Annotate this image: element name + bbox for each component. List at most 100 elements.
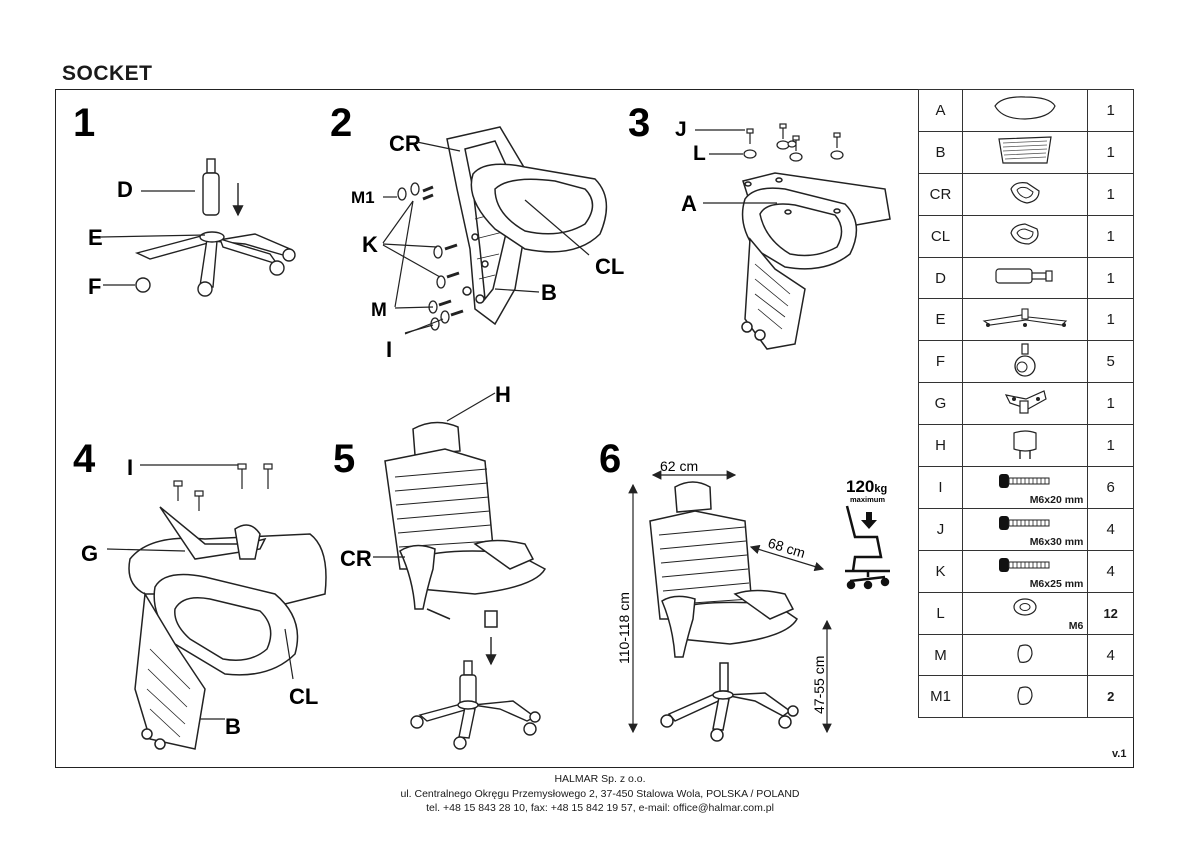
step-number-1: 1 (73, 101, 95, 145)
step-number-3: 3 (628, 101, 650, 145)
label-I-step4: I (127, 455, 133, 480)
mechanism-assembly-drawing (128, 506, 327, 750)
part-code: A (918, 89, 963, 132)
part-code: K (918, 549, 963, 593)
part-code: L (918, 591, 963, 635)
part-spec: M6x20 mm (1029, 493, 1084, 506)
label-K: K (362, 232, 378, 257)
part-code: J (918, 507, 963, 551)
washer-icon (1010, 596, 1040, 622)
label-CR: CR (389, 131, 421, 156)
part-quantity: 6 (1087, 466, 1134, 509)
svg-text:120kg: 120kg (846, 477, 887, 496)
label-I: I (386, 337, 392, 362)
step-number-5: 5 (333, 437, 355, 481)
part-quantity: 1 (1087, 214, 1134, 258)
max-load-icon (845, 505, 890, 590)
footer-contact: tel. +48 15 843 28 10, fax: +48 15 842 1… (426, 802, 774, 814)
part-code: CR (918, 172, 963, 216)
label-F: F (88, 274, 101, 299)
gas-lift-icon (993, 264, 1057, 292)
part-spec: M6 (1068, 619, 1084, 632)
label-B: B (541, 280, 557, 305)
part-quantity: 4 (1087, 633, 1134, 677)
step-5: 5 H CR (333, 382, 547, 750)
instruction-frame (55, 89, 1134, 768)
part-quantity: 4 (1087, 549, 1134, 593)
max-load-unit: kg (874, 483, 887, 495)
part-spec: M6x25 mm (1029, 577, 1084, 590)
label-G: G (81, 541, 98, 566)
part-quantity: 1 (1087, 382, 1134, 426)
step-2: 2 CR M1 K (330, 101, 624, 362)
cap-icon (1012, 682, 1038, 712)
bolt-icon (995, 472, 1055, 494)
caster-wheel-icon (1010, 342, 1040, 382)
label-CL-step4: CL (289, 684, 318, 709)
parts-table-spacer (919, 718, 1134, 759)
part-spec: M6x30 mm (1029, 535, 1084, 548)
dimension-width: 62 cm (660, 458, 698, 474)
backrest-armrest-drawing (446, 126, 608, 326)
part-code: B (918, 130, 963, 174)
seat-assembly-drawing (741, 172, 891, 350)
footer-company: HALMAR Sp. z o.o. (554, 773, 646, 785)
version-label: v.1 (1112, 748, 1127, 760)
part-quantity: 1 (1087, 424, 1134, 468)
bolts-step4 (173, 463, 273, 511)
part-code: M (918, 633, 963, 677)
dimension-height-total: 110-118 cm (616, 592, 632, 664)
label-CL: CL (595, 254, 624, 279)
bolts-washers (743, 123, 844, 162)
chair-dimensions-drawing (649, 481, 799, 742)
cap-icon (1012, 640, 1038, 670)
part-quantity: 1 (1087, 89, 1134, 132)
part-quantity: 4 (1087, 507, 1134, 551)
headrest-icon (1008, 427, 1042, 465)
part-quantity: 2 (1087, 675, 1134, 719)
step-6: 6 62 cm 110-118 cm 68 cm 47-55 cm (599, 437, 890, 742)
star-base-drawing (134, 231, 296, 297)
gas-lift-drawing (202, 158, 220, 216)
down-arrow-icon (861, 512, 877, 529)
document-title: SOCKET (62, 62, 153, 85)
label-M: M (371, 300, 387, 321)
left-armrest-icon (1005, 219, 1045, 253)
max-load-value: 120 (846, 477, 874, 496)
star-base-icon (980, 305, 1070, 335)
base-with-lift-drawing (410, 660, 541, 750)
part-quantity: 1 (1087, 256, 1134, 300)
dimension-seat-height: 47-55 cm (811, 656, 827, 714)
part-quantity: 1 (1087, 172, 1134, 216)
dimension-depth: 68 cm (766, 535, 807, 561)
label-E: E (88, 225, 103, 250)
seat-cushion-icon (990, 92, 1060, 128)
tilt-mechanism-icon (1000, 385, 1050, 423)
label-B-step4: B (225, 714, 241, 739)
label-L: L (693, 142, 706, 165)
part-code: E (918, 298, 963, 342)
bolt-icon (995, 556, 1055, 578)
step-number-4: 4 (73, 437, 96, 481)
assembly-illustrations: 1 D E F 2 (73, 101, 891, 750)
max-load-caption: maximum (850, 495, 885, 504)
step-number-6: 6 (599, 437, 621, 481)
small-hardware (397, 182, 450, 331)
footer-address: ul. Centralnego Okręgu Przemysłowego 2, … (400, 787, 800, 800)
mesh-backrest-icon (995, 133, 1055, 171)
label-CR-step5: CR (340, 546, 372, 571)
step-1: 1 D E F (73, 101, 296, 299)
step-number-2: 2 (330, 101, 352, 145)
